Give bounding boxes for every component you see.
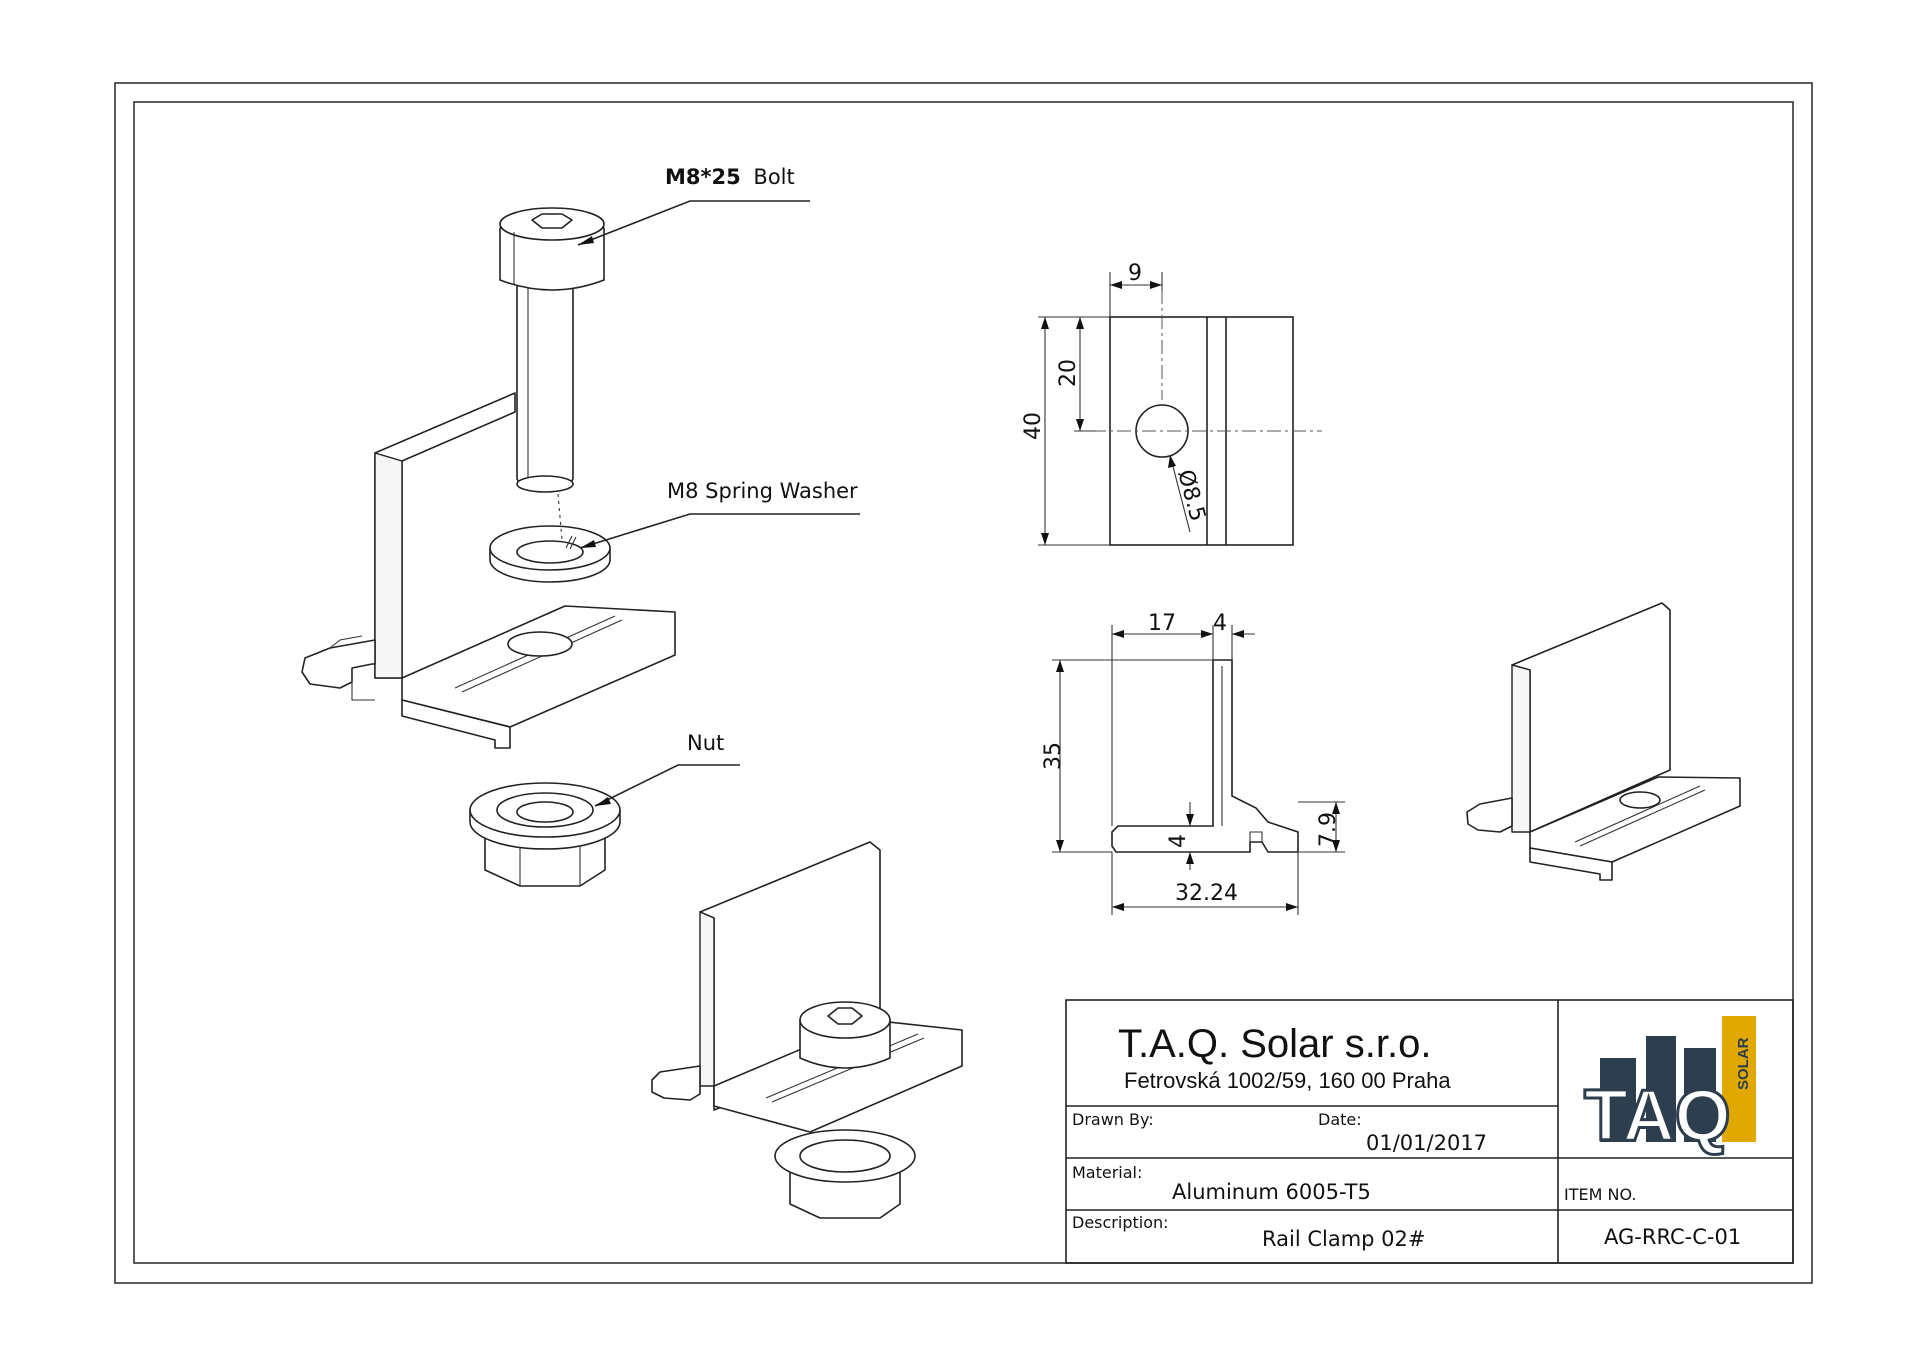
assembled-view [651, 841, 963, 1219]
description-value: Rail Clamp 02# [1262, 1227, 1426, 1251]
dim-9: 9 [1128, 261, 1142, 286]
dim-40: 40 [1021, 412, 1046, 440]
drawn-by-label: Drawn By: [1072, 1110, 1154, 1129]
logo-word: TAQ [1584, 1076, 1731, 1156]
company-address: Fetrovská 1002/59, 160 00 Praha [1124, 1068, 1451, 1093]
taq-logo: TAQ SOLAR [1583, 1016, 1756, 1158]
callout-bolt-label: M8*25 Bolt [665, 165, 795, 189]
date-label: Date: [1318, 1110, 1362, 1129]
dim-32-24: 32.24 [1175, 881, 1238, 906]
inner-border [133, 101, 1794, 1264]
company-name: T.A.Q. Solar s.r.o. [1118, 1022, 1431, 1066]
top-view: 9 40 20 Ø8.5 [1021, 261, 1322, 546]
dim-7-9: 7.9 [1316, 812, 1341, 847]
logo-bar-accent [1722, 1016, 1756, 1142]
logo-bar-1 [1600, 1058, 1636, 1142]
callout-washer: M8 Spring Washer [579, 479, 860, 549]
material-label: Material: [1072, 1163, 1142, 1182]
description-label: Description: [1072, 1213, 1169, 1232]
spring-washer-part [489, 493, 611, 583]
bolt-part [499, 207, 605, 493]
nut-part [469, 782, 621, 887]
logo-bar-2 [1646, 1036, 1676, 1142]
dim-hole-diameter: Ø8.5 [1172, 467, 1210, 524]
dim-4-thickness: 4 [1166, 834, 1191, 848]
callout-nut: Nut [594, 731, 740, 807]
dim-35: 35 [1041, 742, 1066, 770]
outer-border [114, 82, 1813, 1284]
material-value: Aluminum 6005-T5 [1172, 1180, 1371, 1204]
exploded-view: M8*25 Bolt M8 Spring Washer Nut [301, 165, 860, 887]
profile-view: 17 4 35 4 7.9 32.24 [1041, 611, 1345, 915]
iso-view-small [1466, 602, 1741, 881]
item-no-label: ITEM NO. [1564, 1185, 1637, 1204]
callout-bolt: M8*25 Bolt [577, 165, 810, 246]
date-value: 01/01/2017 [1366, 1131, 1487, 1155]
dim-4-top: 4 [1213, 611, 1227, 636]
dim-20: 20 [1056, 359, 1081, 387]
title-block: T.A.Q. Solar s.r.o. Fetrovská 1002/59, 1… [1065, 999, 1794, 1264]
clamp-body-exploded [301, 392, 676, 749]
callout-nut-label: Nut [687, 731, 724, 755]
logo-sub: SOLAR [1735, 1037, 1752, 1090]
item-no-value: AG-RRC-C-01 [1604, 1225, 1741, 1249]
dim-17: 17 [1148, 611, 1176, 636]
logo-bar-3 [1684, 1048, 1716, 1142]
callout-washer-label: M8 Spring Washer [667, 479, 858, 503]
